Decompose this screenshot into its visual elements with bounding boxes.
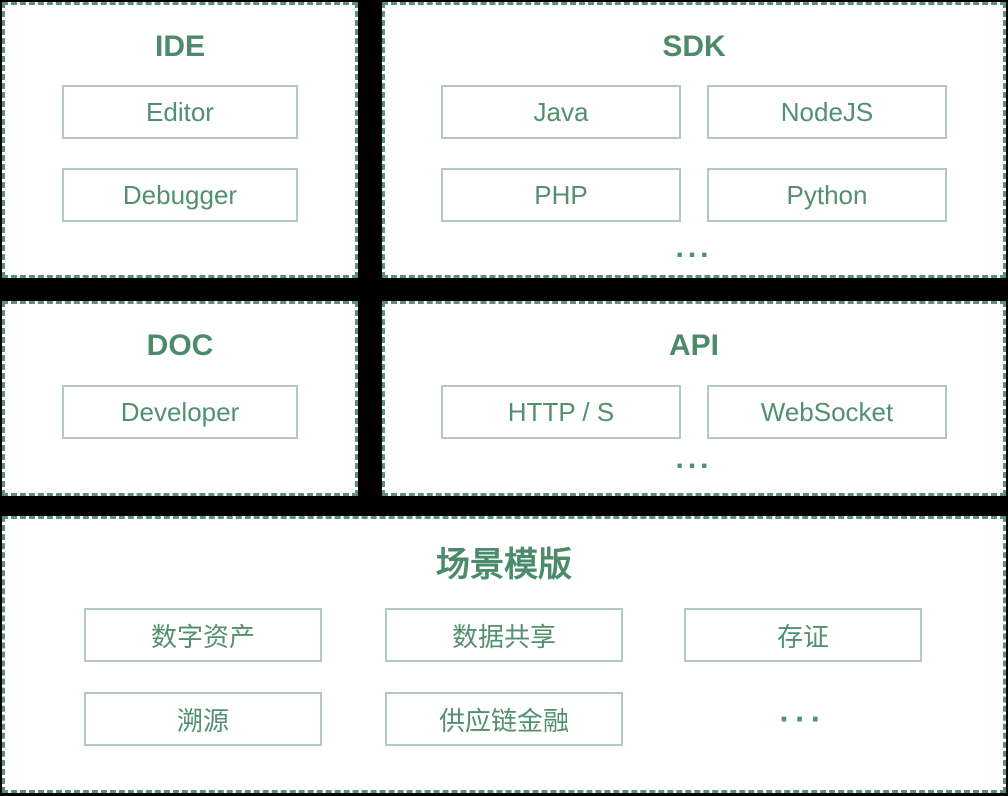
box-data-sharing: 数据共享 xyxy=(385,608,623,662)
panel-ide: IDE Editor Debugger xyxy=(2,2,358,278)
box-debugger: Debugger xyxy=(62,168,298,222)
box-nodejs: NodeJS xyxy=(707,85,947,139)
panel-ide-title: IDE xyxy=(154,30,205,63)
box-java: Java xyxy=(441,85,681,139)
panel-sdk-title: SDK xyxy=(662,30,726,63)
panel-doc: DOC Developer xyxy=(2,301,358,496)
panel-doc-title: DOC xyxy=(146,329,214,362)
box-digital-assets: 数字资产 xyxy=(84,608,322,662)
box-websocket: WebSocket xyxy=(707,385,947,439)
panel-api-title: API xyxy=(668,329,719,362)
panel-sdk: SDK Java NodeJS PHP Python ... xyxy=(382,2,1006,278)
panel-scenario-title: 场景模版 xyxy=(436,546,572,584)
box-php: PHP xyxy=(441,168,681,222)
box-editor: Editor xyxy=(62,85,298,139)
box-traceability: 溯源 xyxy=(84,692,322,746)
box-python: Python xyxy=(707,168,947,222)
scenario-ellipsis: ··· xyxy=(779,701,827,737)
box-developer: Developer xyxy=(62,385,298,439)
sdk-ellipsis: ... xyxy=(675,231,713,264)
box-attestation: 存证 xyxy=(684,608,922,662)
panel-scenario-templates: 场景模版 数字资产 数据共享 存证 溯源 供应链金融 ··· xyxy=(2,516,1006,793)
api-ellipsis: ... xyxy=(675,442,713,475)
box-supply-chain-finance: 供应链金融 xyxy=(385,692,623,746)
box-http-s: HTTP / S xyxy=(441,385,681,439)
panel-api: API HTTP / S WebSocket ... xyxy=(382,301,1006,496)
